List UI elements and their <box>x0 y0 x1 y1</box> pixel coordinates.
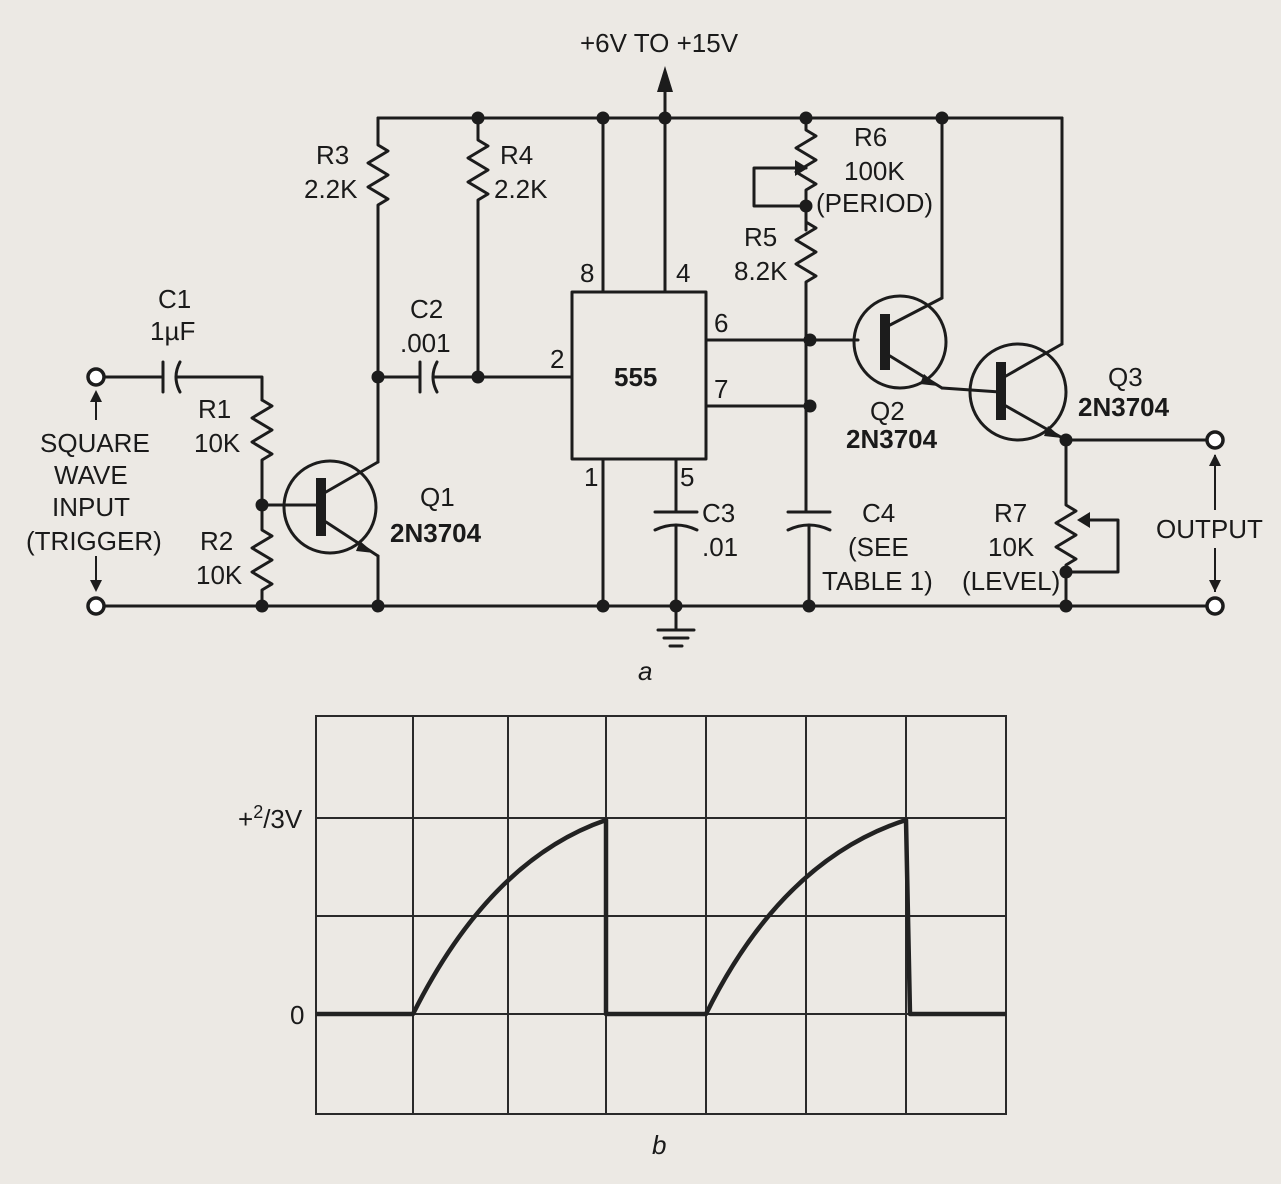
q2-name: Q2 <box>870 396 905 426</box>
ic-pin-2: 2 <box>550 344 564 374</box>
r5-value: 8.2K <box>734 256 788 286</box>
output-down-arrow-icon <box>1209 580 1221 592</box>
c2-value: .001 <box>400 328 451 358</box>
waveform-graph: +2/3V 0 b <box>238 715 1007 1160</box>
output-up-arrow-icon <box>1209 454 1221 466</box>
supply-label: +6V TO +15V <box>580 28 739 58</box>
r2-name: R2 <box>200 526 233 556</box>
q2-part: 2N3704 <box>846 424 938 454</box>
input-label-line-2: WAVE <box>54 460 128 490</box>
q3-name: Q3 <box>1108 362 1143 392</box>
r6-potentiometer <box>752 116 818 232</box>
input-up-arrow-icon <box>90 390 102 402</box>
ic-pin-4: 4 <box>676 258 690 288</box>
r1-resistor <box>250 398 274 507</box>
q3-transistor <box>968 342 1068 442</box>
y-label-zero: 0 <box>290 1000 304 1030</box>
output-terminal-top <box>1205 430 1225 450</box>
c3-value: .01 <box>702 532 738 562</box>
input-label-line-4: (TRIGGER) <box>26 526 162 556</box>
r4-resistor <box>466 116 490 379</box>
r1-value: 10K <box>194 428 241 458</box>
output-terminal-bottom <box>1205 596 1225 616</box>
r3-value: 2.2K <box>304 174 358 204</box>
r7-value: 10K <box>988 532 1035 562</box>
ground-symbol-icon <box>656 628 696 648</box>
q1-part: 2N3704 <box>390 518 482 548</box>
c1-value: 1µF <box>150 316 195 346</box>
input-down-arrow-icon <box>90 580 102 592</box>
junction-dots <box>255 111 1073 613</box>
ic-555-box <box>570 290 708 461</box>
r1-name: R1 <box>198 394 231 424</box>
q2-transistor <box>852 294 948 390</box>
c2-name: C2 <box>410 294 443 324</box>
ic-pin-7: 7 <box>714 374 728 404</box>
input-terminal-bottom <box>86 596 106 616</box>
r7-name: R7 <box>994 498 1027 528</box>
ic-pin-5: 5 <box>680 462 694 492</box>
c4-value-line-1: (SEE <box>848 532 909 562</box>
r6-value: 100K <box>844 156 905 186</box>
q3-part: 2N3704 <box>1078 392 1170 422</box>
ic-pin-1: 1 <box>584 462 598 492</box>
r6-name: R6 <box>854 122 887 152</box>
r3-resistor <box>366 116 390 379</box>
r6-note: (PERIOD) <box>816 188 933 218</box>
input-terminal-top <box>86 367 106 387</box>
input-label-line-1: SQUARE <box>40 428 150 458</box>
c1-name: C1 <box>158 284 191 314</box>
ic-pin-8: 8 <box>580 258 594 288</box>
ic-pin-6: 6 <box>714 308 728 338</box>
sawtooth-waveform <box>316 817 1006 1017</box>
q1-name: Q1 <box>420 482 455 512</box>
y-label-top: +2/3V <box>238 802 303 834</box>
r2-value: 10K <box>196 560 243 590</box>
r5-resistor <box>794 204 818 514</box>
r4-name: R4 <box>500 140 533 170</box>
c3-name: C3 <box>702 498 735 528</box>
figure-a-caption: a <box>638 656 652 686</box>
input-label-line-3: INPUT <box>52 492 130 522</box>
r2-resistor <box>250 503 274 608</box>
c4-value-line-2: TABLE 1) <box>822 566 933 596</box>
r5-name: R5 <box>744 222 777 252</box>
graph-gridlines <box>316 716 1006 1114</box>
c4-name: C4 <box>862 498 895 528</box>
r7-potentiometer <box>1054 438 1120 608</box>
figure-b-caption: b <box>652 1130 666 1160</box>
r3-name: R3 <box>316 140 349 170</box>
ic-label: 555 <box>614 362 657 392</box>
supply-arrow-icon <box>657 66 673 92</box>
output-label: OUTPUT <box>1156 514 1263 544</box>
r7-note: (LEVEL) <box>962 566 1060 596</box>
r4-value: 2.2K <box>494 174 548 204</box>
q1-transistor <box>282 459 380 558</box>
circuit-diagram: +6V TO +15V C1 1µF R1 10K R2 10K SQUARE … <box>26 28 1263 686</box>
